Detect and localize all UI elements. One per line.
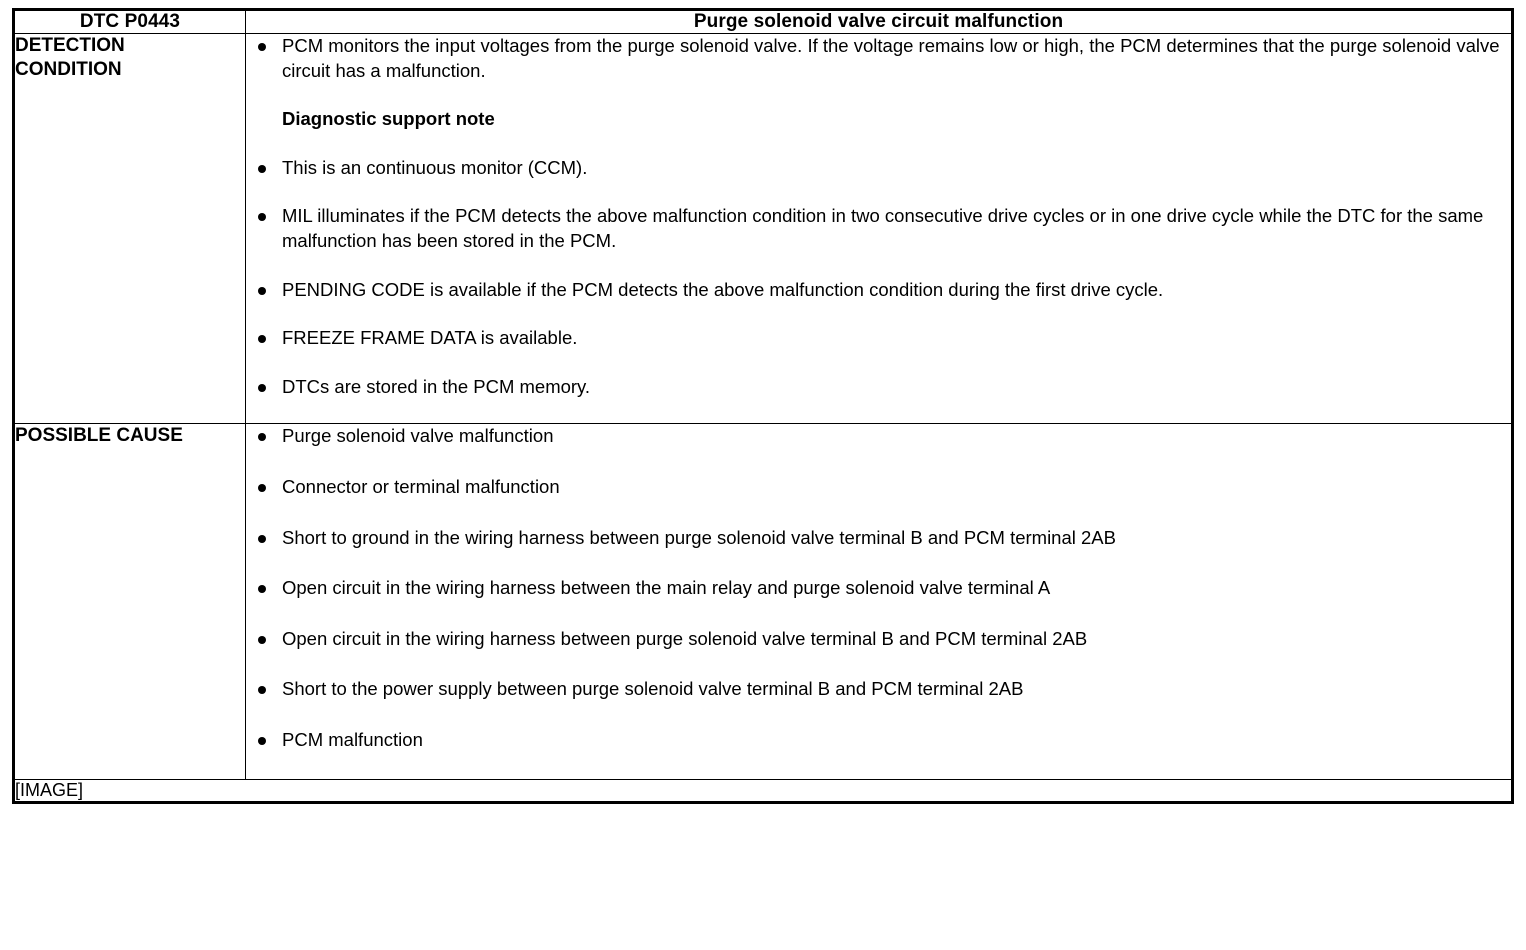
detection-condition-label-line1: DETECTION (15, 35, 125, 56)
image-placeholder: [IMAGE] (13, 778, 1513, 804)
list-item: Connector or terminal malfunction (246, 475, 1511, 500)
list-item: Short to the power supply between purge … (246, 677, 1511, 702)
list-item: PCM malfunction (246, 728, 1511, 753)
list-item: Open circuit in the wiring harness betwe… (246, 576, 1511, 601)
detection-condition-label-line2: CONDITION (15, 59, 122, 81)
list-item: PCM monitors the input voltages from the… (246, 34, 1511, 83)
possible-cause-content: Purge solenoid valve malfunction Connect… (245, 423, 1513, 780)
list-item: MIL illuminates if the PCM detects the a… (246, 204, 1511, 253)
table-header-row: DTC P0443 Purge solenoid valve circuit m… (13, 9, 1513, 34)
dtc-code-cell: DTC P0443 (13, 9, 246, 34)
diagnostic-support-note-heading: Diagnostic support note (282, 108, 495, 130)
possible-cause-label: POSSIBLE CAUSE (13, 423, 246, 780)
dtc-table: DTC P0443 Purge solenoid valve circuit m… (12, 8, 1514, 805)
detection-condition-list: PCM monitors the input voltages from the… (246, 34, 1511, 399)
list-item: FREEZE FRAME DATA is available. (246, 326, 1511, 351)
list-item: This is an continuous monitor (CCM). (246, 156, 1511, 181)
table-row: DETECTION CONDITION PCM monitors the inp… (13, 32, 1513, 425)
list-item: PENDING CODE is available if the PCM det… (246, 278, 1511, 303)
detection-condition-content: PCM monitors the input voltages from the… (245, 32, 1513, 425)
dtc-title-cell: Purge solenoid valve circuit malfunction (245, 9, 1513, 34)
list-item: Purge solenoid valve malfunction (246, 424, 1511, 449)
list-item: Short to ground in the wiring harness be… (246, 526, 1511, 551)
possible-cause-list: Purge solenoid valve malfunction Connect… (246, 424, 1511, 752)
dtc-table-body: DTC P0443 Purge solenoid valve circuit m… (13, 9, 1513, 804)
list-item: Open circuit in the wiring harness betwe… (246, 627, 1511, 652)
table-footer-row: [IMAGE] (13, 778, 1513, 804)
table-row: POSSIBLE CAUSE Purge solenoid valve malf… (13, 423, 1513, 780)
list-item: DTCs are stored in the PCM memory. (246, 375, 1511, 400)
detection-condition-label: DETECTION CONDITION (13, 32, 246, 425)
